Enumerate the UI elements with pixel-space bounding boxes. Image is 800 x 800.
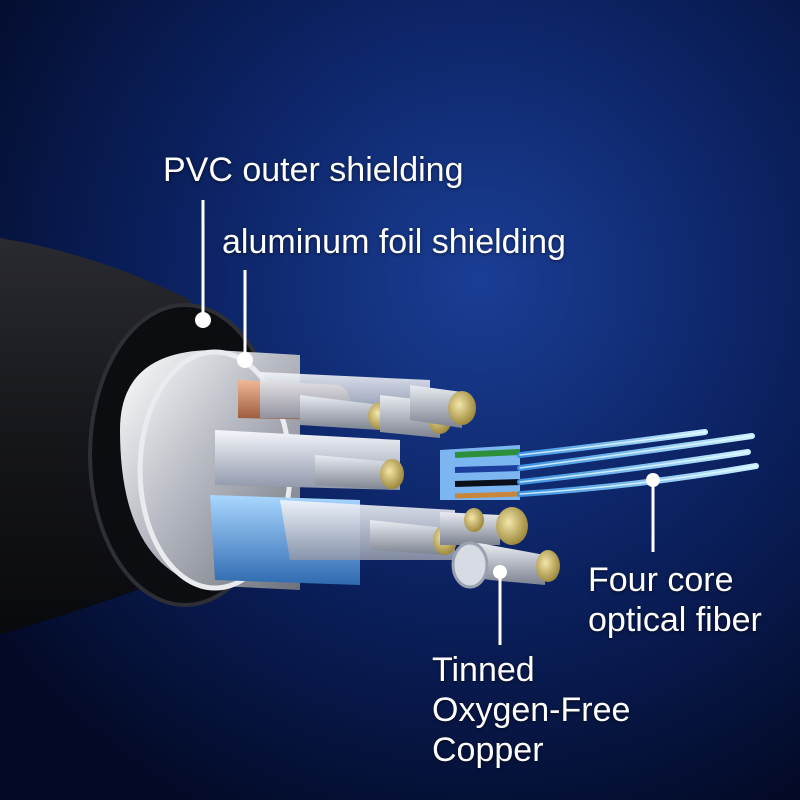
optical-fibers xyxy=(517,429,759,497)
pvc-leader-dot xyxy=(195,312,211,328)
label-pvc-outer-shielding: PVC outer shielding xyxy=(163,151,464,189)
label-tinned-copper-line-1: Tinned xyxy=(432,651,535,689)
foil-leader-dot xyxy=(237,352,253,368)
fiber-leader-dot xyxy=(646,473,660,487)
label-tinned-copper-line-2: Oxygen-Free xyxy=(432,691,631,729)
label-optical-fiber-line-2: optical fiber xyxy=(588,601,762,639)
stranded-conductors xyxy=(300,385,560,589)
leader-lines xyxy=(195,200,660,645)
label-optical-fiber-line-1: Four core xyxy=(588,561,734,599)
label-tinned-copper: Tinned Oxygen-Free Copper xyxy=(432,650,630,770)
label-aluminum-foil-shielding: aluminum foil shielding xyxy=(222,223,566,261)
copper-leader-dot xyxy=(493,565,507,579)
label-optical-fiber: Four core optical fiber xyxy=(588,560,762,640)
label-tinned-copper-line-3: Copper xyxy=(432,731,544,769)
